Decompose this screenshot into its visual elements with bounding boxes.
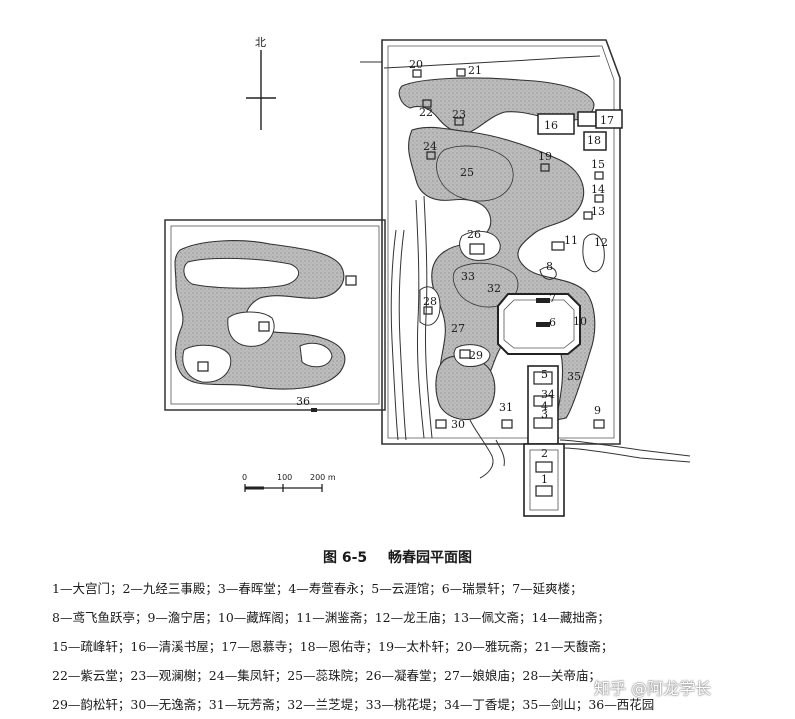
island-25: [436, 145, 514, 202]
legend-line: 22—紫云堂；23—观澜榭；24—集凤轩；25—蕊珠院；26—凝春堂；27—娘娘…: [52, 668, 601, 683]
west-island-2: [227, 311, 275, 347]
legend-line: 1—大宫门；2—九经三事殿；3—春晖堂；4—寿萱春永；5—云涯馆；6—瑞景轩；7…: [52, 581, 583, 596]
garden-plan: 北: [164, 36, 691, 517]
north-lake: [398, 77, 595, 134]
plan-number-label: 1: [541, 473, 548, 486]
plan-number-label: 25: [460, 166, 474, 179]
west-island-1: [183, 257, 300, 289]
plan-number-label: 6: [549, 316, 556, 329]
plan-number-label: 19: [538, 150, 552, 163]
plan-number-label: 3: [541, 408, 548, 421]
plan-number-label: 9: [594, 404, 601, 417]
plan-number-label: 30: [451, 418, 465, 431]
north-arrow: [246, 50, 276, 130]
plan-number-label: 13: [591, 205, 605, 218]
west-garden: [164, 219, 386, 411]
plan-number-label: 18: [587, 134, 601, 147]
scale-tick-200: 200 m: [310, 473, 336, 482]
plan-number-label: 7: [549, 292, 556, 305]
plan-number-label: 32: [487, 282, 501, 295]
plan-number-label: 31: [499, 401, 513, 414]
legend-line: 8—鸢飞鱼跃亭；9—澹宁居；10—藏辉阁；11—渊鉴斋；12—龙王庙；13—佩文…: [52, 610, 610, 625]
plan-number-label: 2: [541, 447, 548, 460]
main-garden: [311, 39, 691, 517]
plan-number-label: 35: [567, 370, 581, 383]
plan-number-label: 34: [541, 388, 555, 401]
north-label: 北: [255, 36, 266, 49]
plan-number-label: 27: [451, 322, 465, 335]
plan-number-label: 11: [564, 234, 578, 247]
legend-line: 15—疏峰轩；16—清溪书屋；17—恩慕寺；18—恩佑寺；19—太朴轩；20—雅…: [52, 639, 614, 654]
plan-number-label: 12: [594, 236, 608, 249]
scale-tick-100: 100: [277, 473, 292, 482]
legend: 1—大宫门；2—九经三事殿；3—春晖堂；4—寿萱春永；5—云涯馆；6—瑞景轩；7…: [52, 574, 772, 719]
plan-number-label: 20: [409, 58, 423, 71]
scale-bar: [244, 484, 323, 492]
plan-number-label: 17: [600, 114, 614, 127]
plan-number-label: 26: [467, 228, 481, 241]
legend-line: 29—韵松轩；30—无逸斋；31—玩芳斋；32—兰芝堤；33—桃花堤；34—丁香…: [52, 697, 655, 712]
watermark: 知乎 @阿龙学长: [594, 679, 712, 698]
west-island-3: [182, 344, 232, 383]
plan-number-label: 4: [541, 400, 548, 413]
plan-number-label: 33: [461, 270, 475, 283]
plan-number-label: 28: [423, 295, 437, 308]
plan-number-label: 10: [573, 315, 587, 328]
plan-number-label: 24: [423, 140, 437, 153]
plan-number-label: 23: [452, 108, 466, 121]
scale-tick-0: 0: [242, 473, 247, 482]
plan-number-label: 21: [468, 64, 482, 77]
plan-number-label: 16: [544, 119, 558, 132]
figure-number: 图 6-5: [322, 550, 368, 566]
plan-number-label: 29: [469, 349, 483, 362]
plan-number-label: 15: [591, 158, 605, 171]
figure-title: 畅春园平面图: [388, 550, 473, 566]
west-island-4: [299, 342, 333, 368]
plan-number-label: 14: [591, 183, 605, 196]
figure-caption: 图 6-5 畅春园平面图: [0, 547, 795, 567]
plan-number-label: 22: [419, 106, 433, 119]
plan-number-label: 5: [541, 368, 548, 381]
plan-number-label: 8: [546, 260, 553, 273]
plan-number-label: 36: [296, 395, 310, 408]
